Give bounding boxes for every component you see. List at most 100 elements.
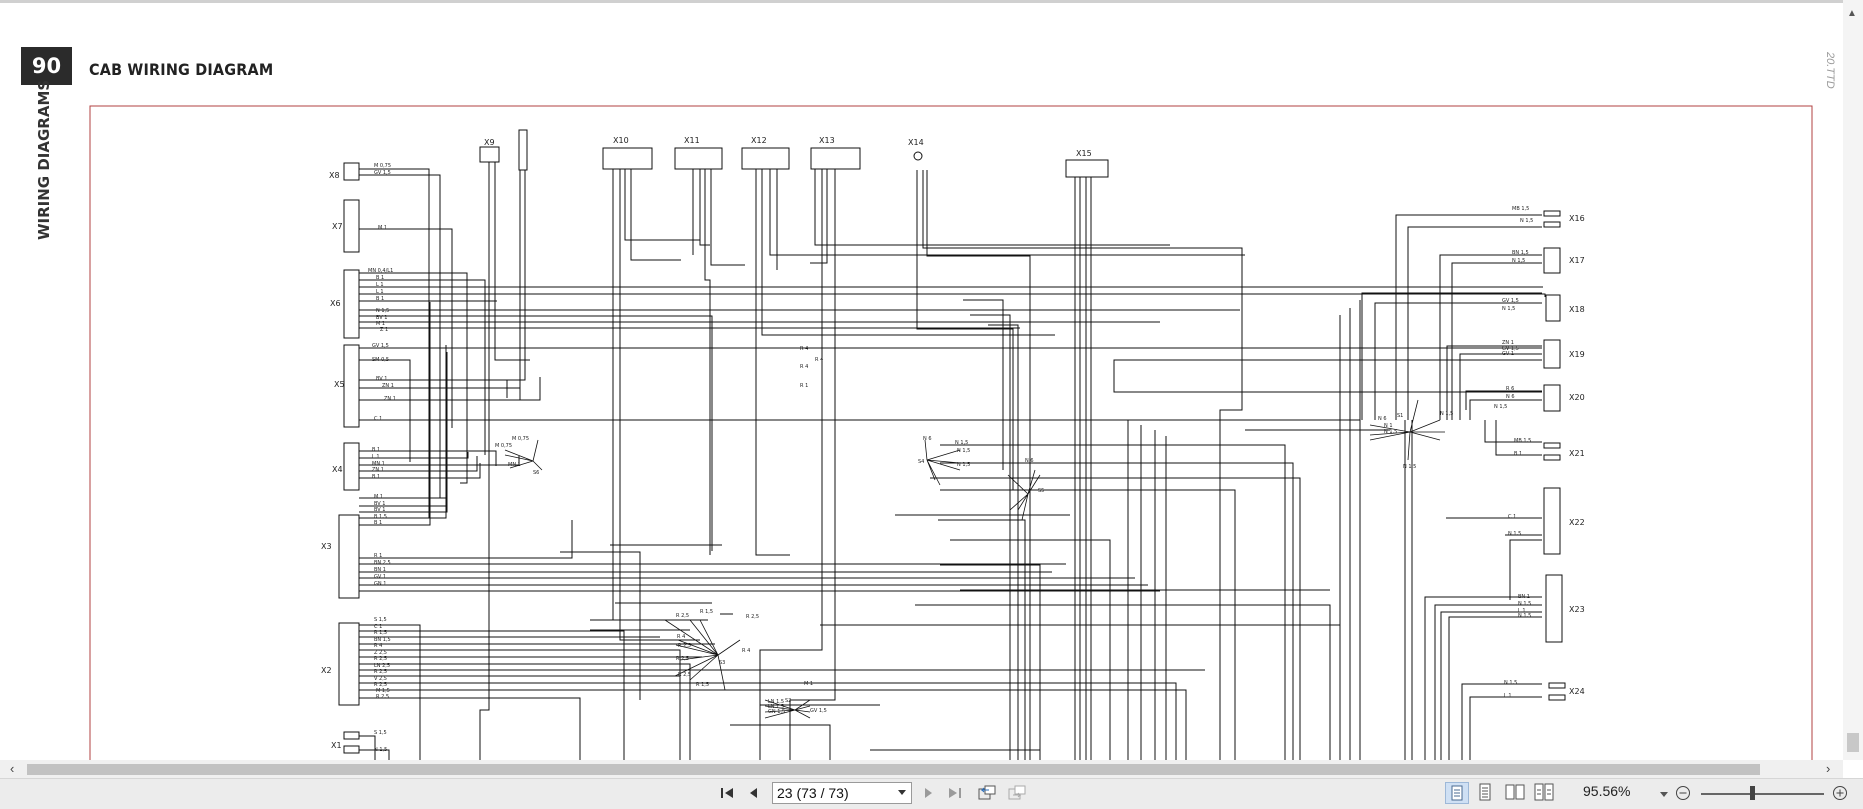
connector-label-x5: X5 [334,380,345,389]
document-viewport: 90 CAB WIRING DIAGRAM WIRING DIAGRAMS 20… [0,0,1863,760]
page-number-value: 23 (73 / 73) [777,785,849,801]
wire-label: BN 1 [1518,594,1530,600]
wire-label: R 2,5 [678,672,691,678]
connector-label-x19: X19 [1569,350,1585,359]
splice-label-s2: S2 [785,698,791,704]
wire-label: BV 1 [374,501,385,507]
wire-label: N 1,5 [376,308,389,314]
wire-label: M 1 [378,225,387,231]
chevron-down-icon[interactable] [898,790,906,795]
left-connector-bodies [338,162,360,754]
wire-label: S 1,5 [374,617,387,623]
zoom-slider-thumb[interactable] [1750,786,1756,800]
wire-label: B 1 [376,296,384,302]
scroll-right-icon[interactable]: › [1826,761,1831,776]
wire-label: BN 1,5 [374,637,391,643]
vertical-scrollbar-thumb[interactable] [1847,733,1859,752]
wire-label: B 1 [374,520,382,526]
wire-label: R 2,5 [374,669,387,675]
vertical-scrollbar[interactable] [1843,0,1863,760]
continuous-view-icon[interactable] [1474,782,1498,804]
continuous-facing-view-icon[interactable] [1533,782,1557,804]
wire-label: MB 1,5 [1514,438,1531,444]
wire-label: LN 1,5 [768,704,784,710]
wire-label: M 0,75 [495,443,512,449]
wire-label: S 1,5 [374,730,387,736]
connector-label-x1: X1 [331,741,342,750]
wire-label: R 4 [742,648,750,654]
zoom-in-icon[interactable] [1830,783,1850,803]
wire-label: BV 1 [374,507,385,513]
connector-label-x18: X18 [1569,305,1585,314]
top-connector-bodies [479,129,1109,178]
zoom-level-value[interactable]: 95.56% [1583,783,1631,799]
wire-label: L 1 [376,289,384,295]
wire-label: V 2,5 [374,676,387,682]
splice-fans [504,399,1445,719]
page-title: CAB WIRING DIAGRAM [89,60,274,79]
wire-label: B 1 [1514,451,1522,457]
right-connector-bodies [1543,210,1566,701]
wire-label: ZN 1 [372,467,384,473]
wire-label: MN 0,4/L1 [368,268,393,274]
wire-label: GV 1,5 [374,170,391,176]
wire-label: L 1 [1518,608,1526,614]
connector-label-x11: X11 [684,136,700,145]
wire-label: R 4 [800,364,808,370]
wire-label: L 1 [376,282,384,288]
wire-label: R 4 [815,357,823,363]
wire-label: B 1,5 [374,514,387,520]
wire-label: LN 1,5 [768,699,784,705]
wire-label: BN 2,5 [374,560,391,566]
last-page-icon[interactable] [944,783,966,803]
wire-label: R 2,5 [678,643,691,649]
wire-label: M 0,75 [512,436,529,442]
previous-view-icon[interactable] [975,783,999,803]
connector-labels: X8 X7 X6 X5 X4 X3 X2 X1 X9 X10 X11 X12 X… [321,136,1585,750]
wire-label: N 1,5 [1512,258,1525,264]
next-page-icon[interactable] [918,783,938,803]
wire-label: GV 1 [374,574,386,580]
connector-label-x24: X24 [1569,687,1585,696]
wire-label: R 1,5 [374,630,387,636]
wire-label: N 6 [1025,458,1034,464]
wire-label: SM 0,5 [372,357,389,363]
wire-label: ZN 1 [382,383,394,389]
wire-label: MN 1 [508,462,521,468]
wire-label: BV 1 [376,376,387,382]
single-page-view-icon[interactable] [1445,782,1469,804]
scroll-left-icon[interactable]: ‹ [10,761,15,776]
next-view-icon[interactable] [1005,783,1029,803]
wire-label: R 2,5 [374,656,387,662]
previous-page-icon[interactable] [743,783,763,803]
wire-label: GN 1,5 [768,709,785,715]
wire-label: M 0,75 [374,163,391,169]
zoom-slider-track[interactable] [1701,793,1824,795]
wire-label: M 1 [376,321,385,327]
horizontal-scrollbar-thumb[interactable] [27,764,1760,775]
page-number-field[interactable]: 23 (73 / 73) [772,782,912,804]
connector-label-x13: X13 [819,136,835,145]
wire-label: C 1 [374,624,382,630]
connector-label-x12: X12 [751,136,767,145]
wire-label: ZN 1 [1502,340,1514,346]
wire-label: C 1 [1508,514,1516,520]
connector-label-x22: X22 [1569,518,1585,527]
wire-label: N 6 [1378,416,1387,422]
facing-view-icon[interactable] [1504,782,1528,804]
zoom-out-icon[interactable] [1673,783,1693,803]
wire-label: BV 1 [376,315,387,321]
wire-label: N 1,5 [1502,306,1515,312]
zoom-dropdown-icon[interactable] [1660,792,1668,797]
connector-label-x4: X4 [332,465,343,474]
wire-label: N 1,5 [1494,404,1507,410]
connector-label-x8: X8 [329,171,340,180]
first-page-icon[interactable] [716,783,738,803]
connector-label-x23: X23 [1569,605,1585,614]
connector-label-x14: X14 [908,138,924,147]
wire-label: M 1 [374,494,383,500]
wire-label: R 2,5 [676,613,689,619]
scroll-up-icon[interactable]: ▲ [1847,8,1857,19]
connector-label-x20: X20 [1569,393,1585,402]
